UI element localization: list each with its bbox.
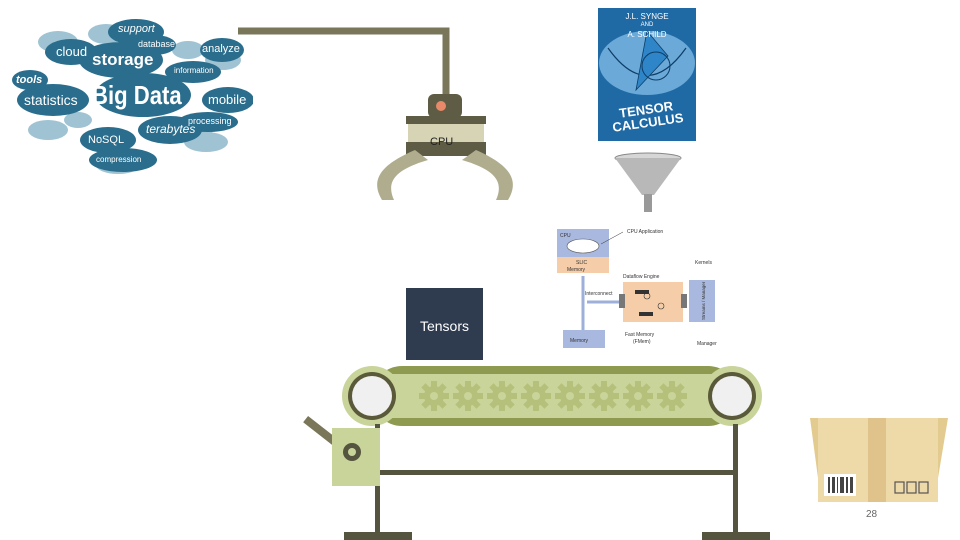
arch-fast-memory-2: (FMem) xyxy=(633,339,651,345)
cloud-word-support: support xyxy=(118,23,155,35)
book-author-1: J.L. SYNGE xyxy=(625,12,669,21)
arch-interconnect: Interconnect xyxy=(585,291,613,297)
cloud-word-compression: compression xyxy=(96,155,142,164)
tensors-box[interactable] xyxy=(406,288,483,360)
dataflow-architecture-diagram: CPU SLIC Memory CPU Application Kernels … xyxy=(557,229,717,348)
conveyor-gear xyxy=(453,381,483,411)
cloud-word-analyze: analyze xyxy=(202,43,240,55)
left-roller xyxy=(342,366,402,426)
conveyor-gear xyxy=(521,381,551,411)
arch-cpu-label: CPU xyxy=(560,233,571,239)
arch-slic-label-2: Memory xyxy=(567,267,586,273)
tensor-calculus-book: J.L. SYNGE AND A. SCHILD TENSOR CALCULUS xyxy=(598,8,696,141)
big-data-cloud: support cloud database storage analyze i… xyxy=(8,10,254,175)
conveyor-gear xyxy=(657,381,687,411)
cpu-label: CPU xyxy=(430,136,454,148)
stand-foot-right xyxy=(702,532,770,540)
funnel-icon xyxy=(614,152,682,212)
arch-cpu-application: CPU Application xyxy=(627,229,663,235)
cloud-word-storage: storage xyxy=(92,50,154,69)
stand-foot-left xyxy=(344,532,412,540)
stand-leg-right xyxy=(733,424,738,534)
cloud-shapes xyxy=(12,19,254,174)
arch-dataflow-engine: Dataflow Engine xyxy=(623,274,660,280)
cloud-word-cloud: cloud xyxy=(56,44,88,59)
cloud-word-statistics: statistics xyxy=(24,92,78,108)
claw-body-bottom xyxy=(406,142,486,156)
cloud-word-terabytes: terabytes xyxy=(146,122,196,136)
cloud-word-nosql: NoSQL xyxy=(88,134,125,146)
right-roller xyxy=(702,366,762,426)
claw-light xyxy=(436,101,446,111)
book-cover-art xyxy=(599,30,695,95)
stand-crossbar xyxy=(375,470,738,475)
cloud-word-big-data[interactable]: Big Data xyxy=(92,80,182,110)
arch-slic-label-1: SLIC xyxy=(576,260,588,266)
book-author-2: A. SCHILD xyxy=(627,30,667,39)
conveyor-gear xyxy=(589,381,619,411)
cloud-word-information: information xyxy=(174,66,214,75)
conveyor-gears xyxy=(419,381,687,411)
crane-arm xyxy=(238,27,450,96)
arch-memory-box xyxy=(563,330,605,348)
cloud-word-database: database xyxy=(138,39,176,49)
book-authors: J.L. SYNGE AND A. SCHILD xyxy=(598,12,696,39)
arch-kernels: Kernels xyxy=(695,260,712,266)
claw-body-top xyxy=(406,116,486,124)
cardboard-box xyxy=(810,418,948,502)
conveyor-gear xyxy=(419,381,449,411)
claw-right xyxy=(462,150,513,200)
conveyor-gear xyxy=(487,381,517,411)
page-number: 28 xyxy=(866,509,878,520)
book-author-and: AND xyxy=(640,22,654,28)
arch-streams-box xyxy=(689,280,715,322)
cloud-word-tools: tools xyxy=(16,74,43,86)
claw-left xyxy=(377,150,428,200)
arch-slic-box xyxy=(557,257,609,273)
arch-fast-memory-1: Fast Memory xyxy=(625,332,655,338)
tensors-label: Tensors xyxy=(419,318,470,334)
claw-body-middle xyxy=(408,124,484,142)
conveyor-gear xyxy=(623,381,653,411)
cloud-word-mobile: mobile xyxy=(208,92,247,107)
arch-streams-label: Streams / Manager xyxy=(701,281,706,320)
arch-manager: Manager xyxy=(697,341,717,347)
cloud-word-processing: processing xyxy=(188,116,232,126)
arch-memory-label: Memory xyxy=(570,338,589,344)
conveyor-gear xyxy=(555,381,585,411)
